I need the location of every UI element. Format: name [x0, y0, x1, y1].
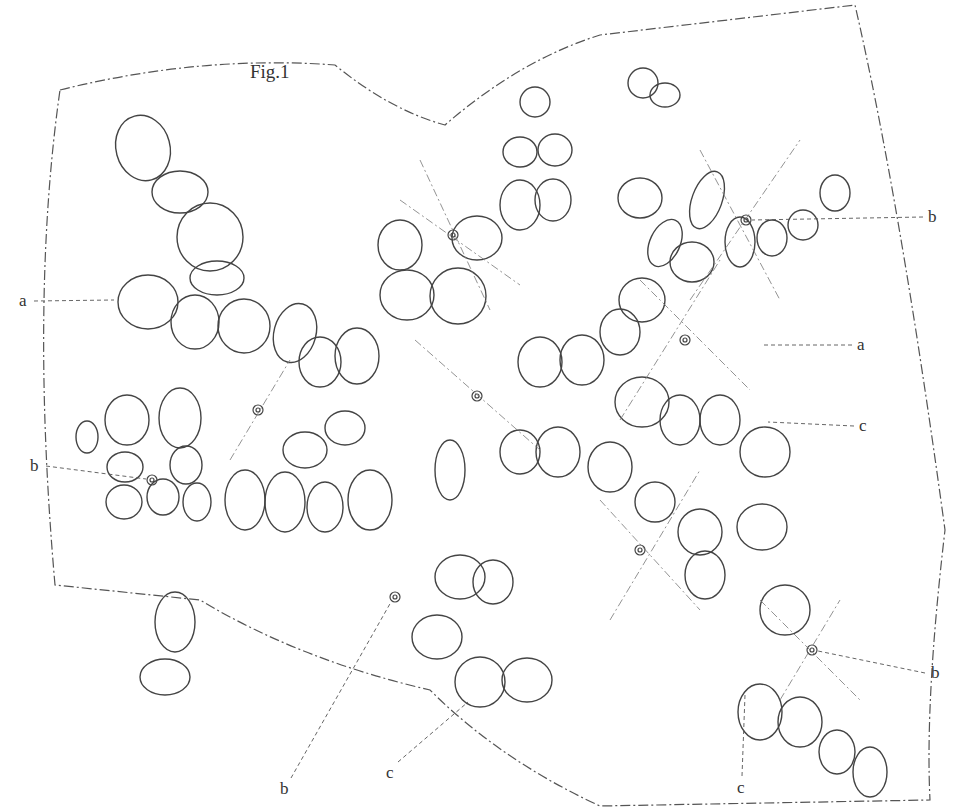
callout-letter: c	[859, 417, 867, 434]
callout-letter: b	[931, 664, 940, 681]
figure-title: Fig.1	[250, 62, 290, 81]
callout-letter: c	[737, 779, 745, 796]
callout-letter: c	[386, 764, 394, 781]
callout-letter: b	[928, 208, 937, 225]
callout-letter: b	[30, 457, 39, 474]
callout-letter: b	[280, 780, 289, 797]
callout-letter: a	[19, 292, 27, 309]
callout-letter: a	[857, 336, 865, 353]
